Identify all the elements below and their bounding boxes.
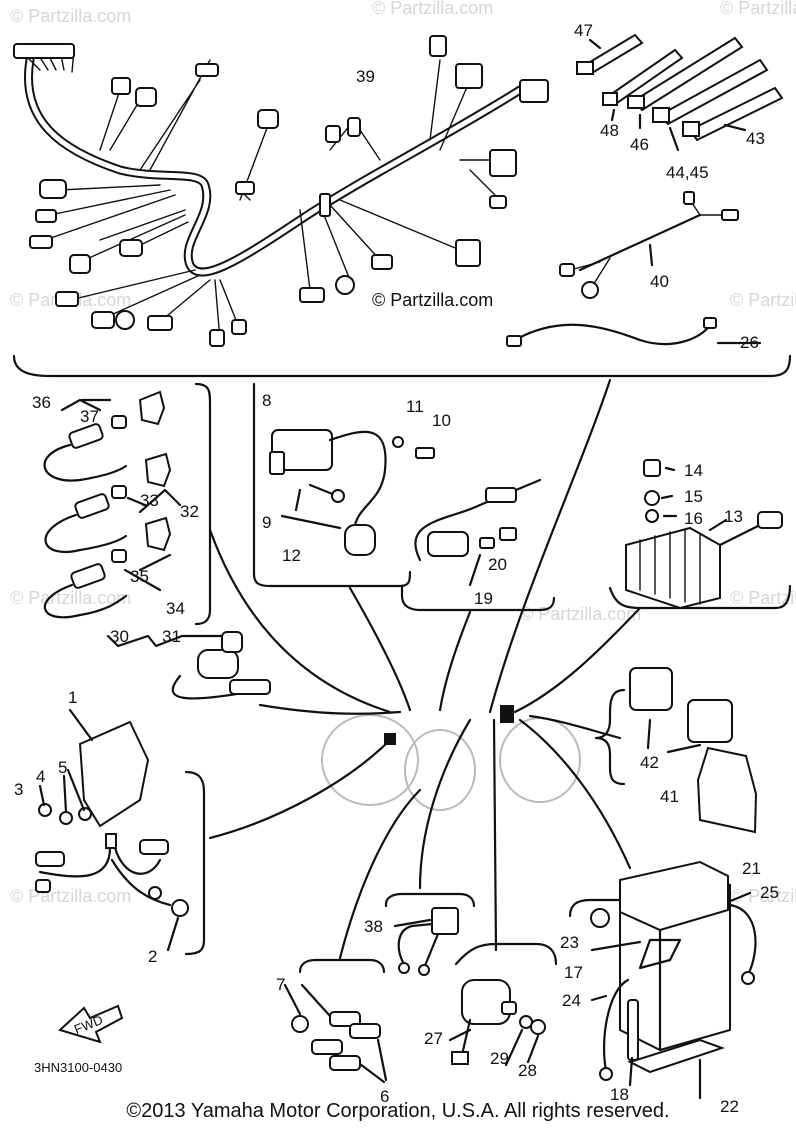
- callout-9: 9: [262, 513, 271, 532]
- callout-5: 5: [58, 758, 67, 777]
- callout-28: 28: [518, 1061, 537, 1080]
- bracket-plugs: [298, 958, 386, 974]
- connector-caps-41-42: [629, 667, 758, 834]
- callout-21: 21: [742, 859, 761, 878]
- callout-34: 34: [166, 599, 185, 618]
- watermark-top-left: © Partzilla.com: [10, 6, 131, 26]
- cable-straps-43-48: [576, 33, 784, 152]
- lead-wire-26: [506, 317, 762, 347]
- callout-43: 43: [746, 129, 765, 148]
- bracket-relay: [400, 584, 556, 612]
- callout-3: 3: [14, 780, 23, 799]
- watermark-center: © Partzilla.com: [520, 604, 641, 624]
- watermark-lower-right: © Partzilla.com: [730, 886, 796, 906]
- callout-6: 6: [380, 1087, 389, 1106]
- rectifier-13: [625, 459, 783, 610]
- connector-38: [393, 907, 459, 976]
- watermark-dark: © Partzilla.com: [372, 290, 493, 310]
- callout-10: 10: [432, 411, 451, 430]
- callout-15: 15: [684, 487, 703, 506]
- watermark-mid-left: © Partzilla.com: [10, 588, 131, 608]
- battery-22: [590, 860, 757, 1100]
- callout-13: 13: [724, 507, 743, 526]
- callout-23: 23: [560, 933, 579, 952]
- callout-12: 12: [282, 546, 301, 565]
- group-brace-top: [12, 354, 792, 378]
- starter-relay-27: [448, 979, 546, 1067]
- bracket-caps: [594, 688, 626, 786]
- watermark-mid-right: © Partzilla.com: [730, 588, 796, 608]
- bracket-regulator: [608, 584, 792, 610]
- copyright-notice: ©2013 Yamaha Motor Corporation, U.S.A. A…: [126, 1100, 670, 1122]
- callout-31: 31: [162, 627, 181, 646]
- callout-22: 22: [720, 1097, 739, 1116]
- leader-lines: [208, 378, 642, 960]
- callout-4: 4: [36, 767, 45, 786]
- callout-40: 40: [650, 272, 669, 291]
- callout-42: 42: [640, 753, 659, 772]
- spark-plug-caps-6-7: [283, 983, 388, 1084]
- sub-wire-40: [559, 191, 739, 299]
- fwd-arrow-icon: FWD: [58, 1004, 124, 1044]
- watermark-right: © Partzilla.com: [730, 290, 796, 310]
- callout-2: 2: [148, 947, 157, 966]
- watermark-top-right: © Partzilla.com: [720, 0, 796, 18]
- cdi-unit-1: [35, 708, 189, 952]
- thermo-sensor-30: [106, 631, 271, 700]
- watermark-top-center: © Partzilla.com: [372, 0, 493, 18]
- bracket-battery: [568, 898, 622, 918]
- callout-35: 35: [130, 567, 149, 586]
- callout-38: 38: [364, 917, 383, 936]
- callout-48: 48: [600, 121, 619, 140]
- callout-1: 1: [68, 688, 77, 707]
- callout-37: 37: [80, 407, 99, 426]
- callout-32: 32: [180, 502, 199, 521]
- callout-46: 46: [630, 135, 649, 154]
- callout-36: 36: [32, 393, 51, 412]
- callout-33: 33: [140, 491, 159, 510]
- callout-11: 11: [406, 397, 424, 416]
- bracket-sensors: [194, 382, 212, 626]
- callout-8: 8: [262, 391, 271, 410]
- callout-29: 29: [490, 1049, 509, 1068]
- callout-39: 39: [356, 67, 375, 86]
- callout-14: 14: [684, 461, 703, 480]
- callout-25: 25: [760, 883, 779, 902]
- diagram-code: 3HN3100-0430: [34, 1060, 122, 1075]
- callout-20: 20: [488, 555, 507, 574]
- sensors-32-37: [43, 390, 182, 619]
- wire-harness-39: [13, 35, 549, 347]
- callout-44-45: 44,45: [666, 163, 709, 182]
- callout-17: 17: [564, 963, 583, 982]
- callout-26: 26: [740, 333, 759, 352]
- relay-19: [414, 478, 542, 587]
- watermark-lower-left: © Partzilla.com: [10, 886, 131, 906]
- callout-41: 41: [660, 787, 679, 806]
- bracket-cdi: [184, 770, 206, 956]
- bracket-connector: [384, 892, 476, 908]
- callout-30: 30: [110, 627, 129, 646]
- callout-16: 16: [684, 509, 703, 528]
- bracket-coil: [252, 382, 412, 588]
- callout-7: 7: [276, 975, 285, 994]
- callout-18: 18: [610, 1085, 629, 1104]
- callout-19: 19: [474, 589, 493, 608]
- callout-27: 27: [424, 1029, 443, 1048]
- bracket-relay-27: [454, 942, 558, 966]
- callout-24: 24: [562, 991, 581, 1010]
- callout-numbers: 1 2 3 4 5 6 7 8 9 10 11 12 13 14 15 16 1…: [14, 21, 779, 1116]
- callout-47: 47: [574, 21, 593, 40]
- ignition-coil-8: [269, 429, 435, 556]
